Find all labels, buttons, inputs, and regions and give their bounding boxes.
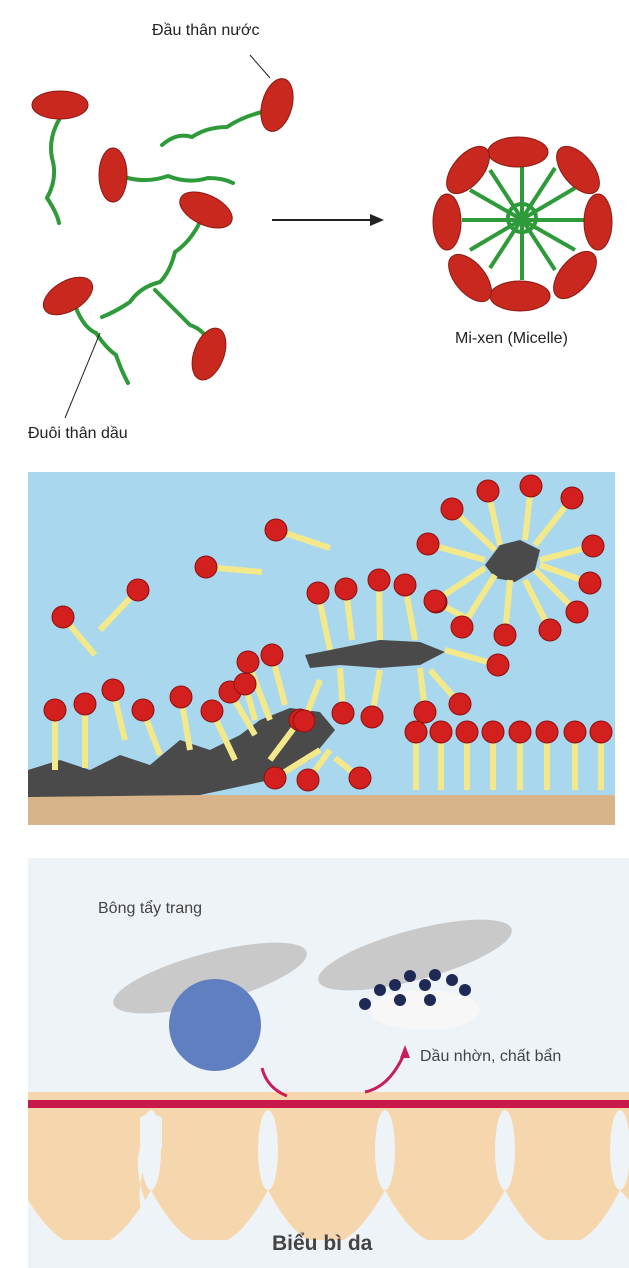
hydrophilic-head (331, 701, 355, 725)
hydrophilic-head (367, 568, 391, 592)
hydrophilic-head (263, 766, 287, 790)
micelle-label: Mi-xen (Micelle) (455, 330, 568, 347)
hydrophilic-head (535, 720, 559, 744)
hydrophilic-head (194, 555, 218, 579)
hydrophilic-head (538, 618, 562, 642)
hydrophilic-head (413, 700, 437, 724)
hydrophilic-head (73, 692, 97, 716)
hydrophilic-head-label: Đầu thân nước (152, 22, 260, 39)
hydrophilic-head (264, 518, 288, 542)
hydrophilic-head (51, 605, 75, 629)
hydrophilic-head (393, 573, 417, 597)
makeup-residue (169, 979, 261, 1071)
hydrophilic-head (508, 720, 532, 744)
hydrophilic-head (455, 720, 479, 744)
hydrophilic-head (450, 615, 474, 639)
hydrophilic-head (260, 643, 284, 667)
hydrophilic-heads (31, 78, 294, 381)
hydrophilic-head (429, 720, 453, 744)
hydrophobic-tail-label: Đuôi thân dầu (28, 425, 128, 442)
micelle (432, 136, 613, 312)
hydrophilic-head (404, 720, 428, 744)
hydrophilic-head (131, 698, 155, 722)
dirt-label: Dầu nhờn, chất bẩn (420, 1048, 562, 1065)
label-pointers (64, 54, 271, 419)
hydrophilic-head (292, 709, 316, 733)
hydrophilic-head (493, 623, 517, 647)
hydrophilic-head (581, 534, 605, 558)
hydrophilic-head (486, 653, 510, 677)
hydrophilic-head (348, 766, 372, 790)
hydrophilic-head (360, 705, 384, 729)
hydrophilic-head (200, 699, 224, 723)
hydrophilic-head (233, 672, 257, 696)
hydrophilic-head (565, 600, 589, 624)
hydrophilic-head (423, 589, 447, 613)
hydrophilic-head (296, 768, 320, 792)
micelle-molecules (359, 969, 471, 1010)
epidermis-label: Biểu bì da (272, 1232, 373, 1255)
hydrophilic-head (43, 698, 67, 722)
hydrophilic-head (519, 474, 543, 498)
hydrophilic-head (440, 497, 464, 521)
cotton-pad-icon (113, 919, 512, 1014)
hydrophilic-head (334, 577, 358, 601)
hydrophilic-head (560, 486, 584, 510)
hydrophilic-head (101, 678, 125, 702)
hydrophilic-head (236, 650, 260, 674)
cleansing-panel (28, 858, 629, 1268)
cotton-pad-label: Bông tẩy trang (98, 900, 203, 917)
surfactant-molecules (44, 110, 264, 385)
hydrophilic-head (563, 720, 587, 744)
hydrophilic-head (578, 571, 602, 595)
hydrophilic-head (126, 578, 150, 602)
hydrophilic-head (589, 720, 613, 744)
hydrophilic-head (476, 479, 500, 503)
hydrophilic-head (169, 685, 193, 709)
hydrophilic-head (448, 692, 472, 716)
arrow-right-icon (272, 214, 384, 226)
hydrophilic-head (306, 581, 330, 605)
hydrophilic-head (481, 720, 505, 744)
hydrophilic-head (416, 532, 440, 556)
washing-panel (28, 472, 615, 825)
